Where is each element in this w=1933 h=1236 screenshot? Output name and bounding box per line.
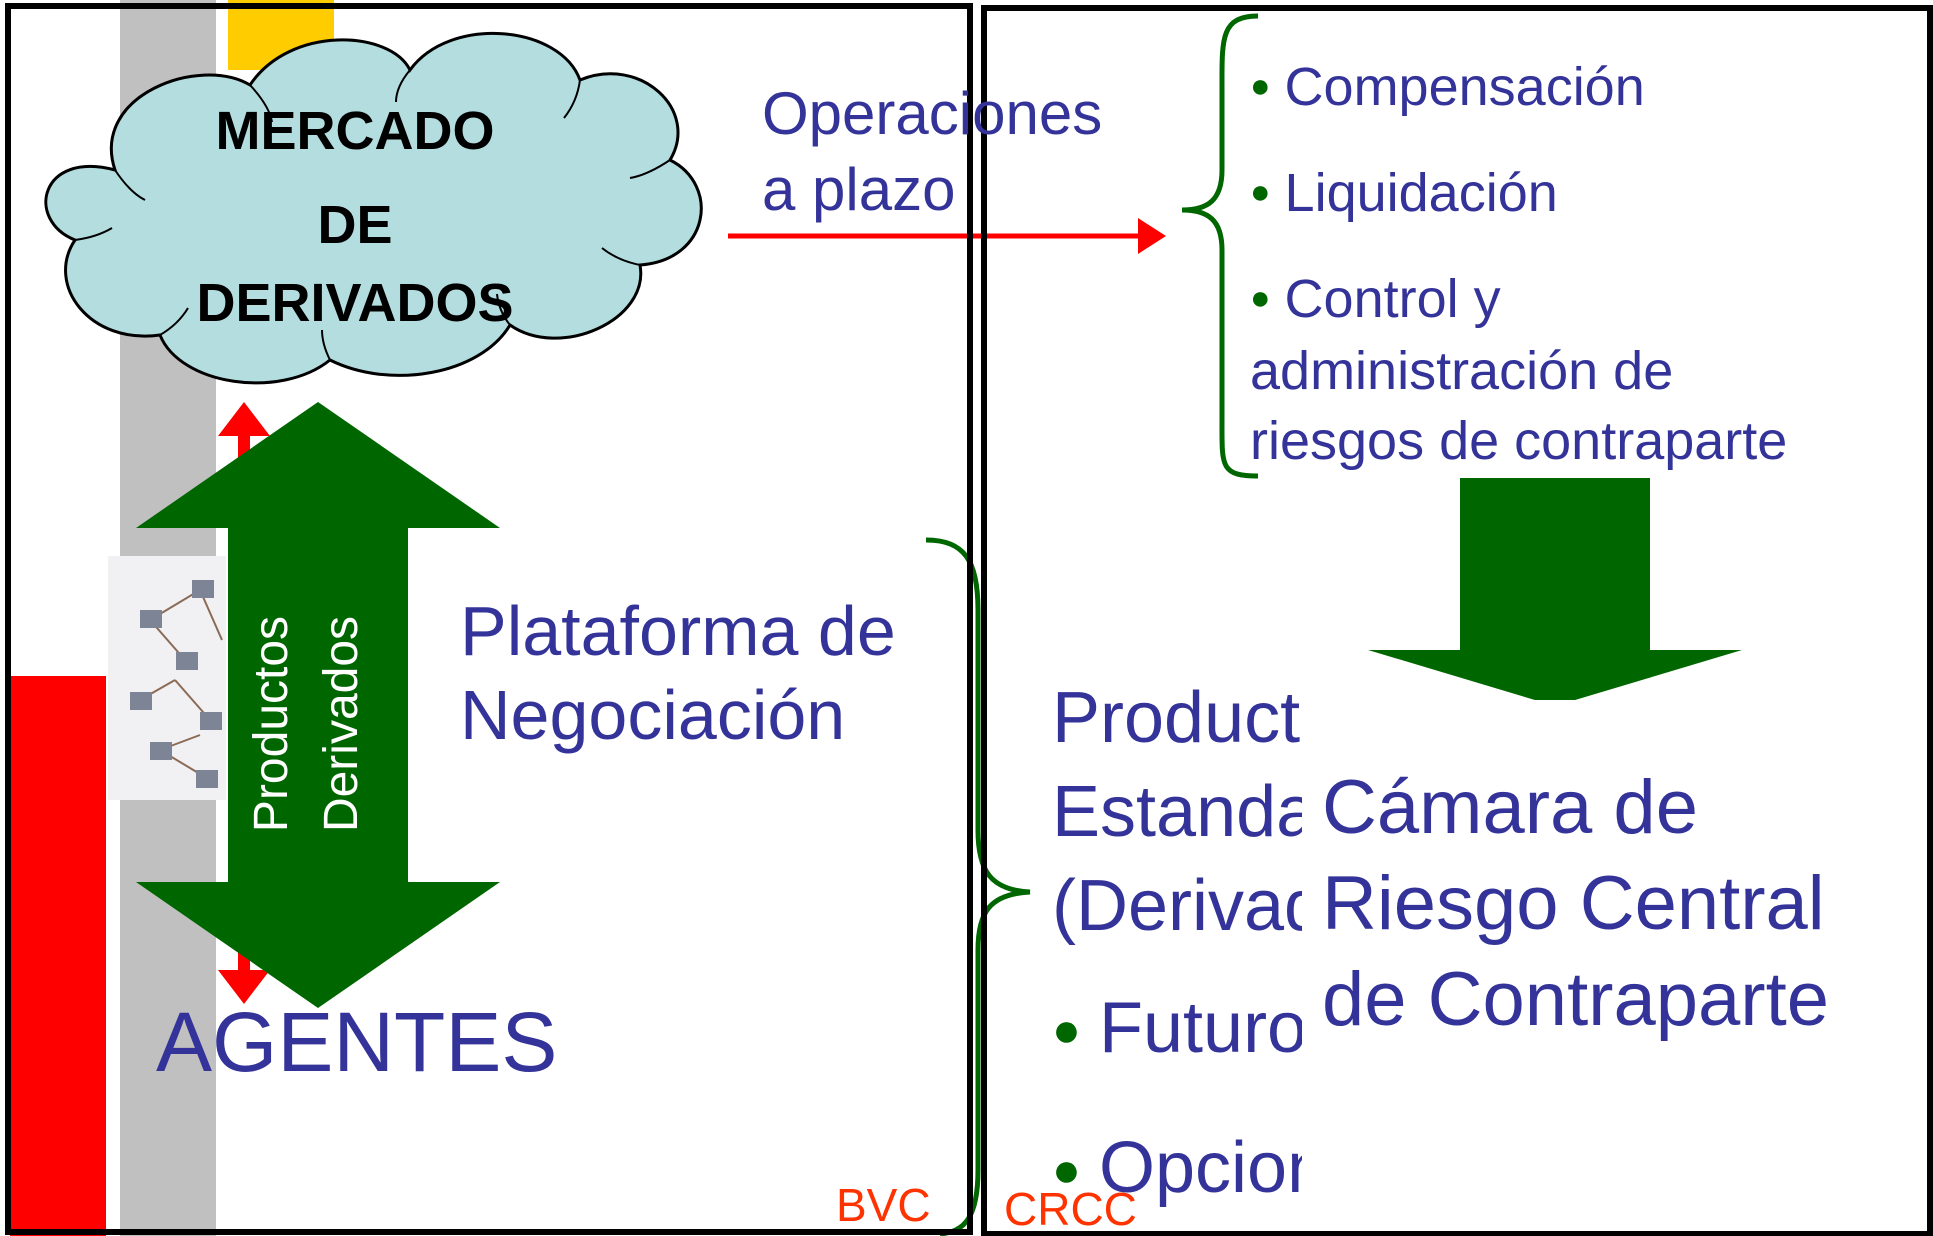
operations-line2: a plazo bbox=[762, 156, 956, 223]
platform-line1: Plataforma de bbox=[460, 592, 896, 670]
products-block: Productos Estandarizados (Derivados) ●Fu… bbox=[1052, 670, 1302, 1236]
platform-line2: Negociación bbox=[460, 676, 846, 754]
function-item-cont: administración de bbox=[1250, 341, 1674, 401]
products-line1: Productos bbox=[1052, 678, 1302, 758]
cloud-shape bbox=[44, 31, 703, 385]
bvc-tag: BVC bbox=[836, 1179, 931, 1231]
function-item-cont: riesgos de contraparte bbox=[1250, 411, 1788, 471]
product-item: ●Futuros bbox=[1052, 988, 1302, 1068]
function-item: ●Liquidación bbox=[1250, 163, 1558, 223]
ccp-line3: de Contraparte bbox=[1322, 957, 1829, 1042]
function-item: ●Control y bbox=[1250, 269, 1501, 329]
red-side-bar bbox=[10, 676, 106, 1236]
cloud-label-line2: DE bbox=[317, 195, 393, 255]
down-arrow-ccp bbox=[1368, 478, 1742, 706]
cloud-label-line1: MERCADO bbox=[215, 101, 495, 161]
products-line2: Estandarizados bbox=[1052, 772, 1302, 852]
functions-brace bbox=[1181, 13, 1259, 479]
arrow-label-line2: Derivados bbox=[315, 615, 368, 833]
products-line3: (Derivados) bbox=[1052, 866, 1302, 946]
bullet-icon: ● bbox=[1052, 1144, 1081, 1197]
ccp-box bbox=[1308, 700, 1868, 1060]
crcc-frame bbox=[981, 5, 1933, 1236]
agents-label: AGENTES bbox=[156, 995, 558, 1089]
bullet-icon: ● bbox=[1250, 279, 1271, 317]
bullet-icon: ● bbox=[1250, 67, 1271, 105]
cloud-label-line3: DERIVADOS bbox=[196, 273, 514, 333]
operations-arrow bbox=[728, 218, 1166, 254]
bvc-frame bbox=[5, 3, 973, 1235]
products-brace bbox=[925, 537, 1031, 1236]
bullet-icon: ● bbox=[1052, 1004, 1081, 1057]
bullet-icon: ● bbox=[1250, 173, 1271, 211]
product-item: ●Opciones bbox=[1052, 1128, 1302, 1208]
network-of-computers-icon bbox=[108, 556, 226, 800]
operations-line1: Operaciones bbox=[762, 80, 1103, 147]
ccp-line1: Cámara de bbox=[1322, 765, 1698, 850]
arrow-label-line1: Productos bbox=[245, 615, 298, 833]
function-item: ●Compensación bbox=[1250, 57, 1645, 117]
double-arrow-vertical bbox=[136, 402, 500, 1008]
crcc-tag: CRCC bbox=[1004, 1183, 1137, 1235]
ccp-line2: Riesgo Central bbox=[1322, 861, 1825, 946]
